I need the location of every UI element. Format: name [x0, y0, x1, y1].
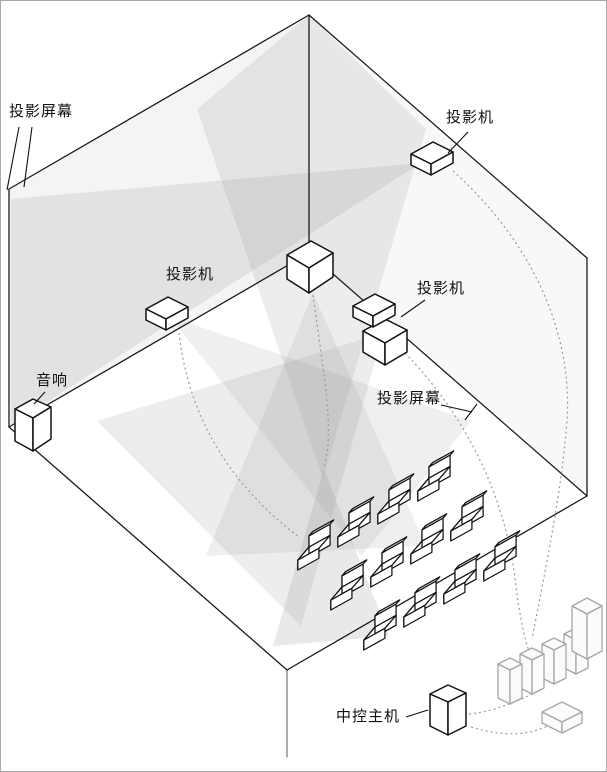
- label-screen-right: 投影屏幕: [377, 390, 442, 407]
- center-device-box: [286, 240, 334, 294]
- label-projector-mid-right: 投影机: [417, 280, 466, 297]
- label-control-host: 中控主机: [336, 708, 401, 725]
- chair: [450, 490, 488, 542]
- label-projector-left: 投影机: [166, 266, 215, 283]
- equipment-rack-group: [497, 597, 603, 734]
- chair: [403, 576, 441, 628]
- wall-shading: [9, 15, 587, 496]
- chair: [443, 553, 481, 605]
- tall-equipment-box: [571, 597, 603, 660]
- leader-lines: [6, 126, 478, 718]
- label-screen-left: 投影屏幕: [9, 103, 74, 120]
- label-projector-top-right: 投影机: [446, 109, 495, 126]
- flat-equipment-box: [541, 701, 583, 734]
- label-speaker: 音响: [36, 372, 69, 389]
- room-wireframe: [8, 14, 588, 758]
- control-host-box: [429, 684, 467, 736]
- speaker-box: [14, 398, 52, 452]
